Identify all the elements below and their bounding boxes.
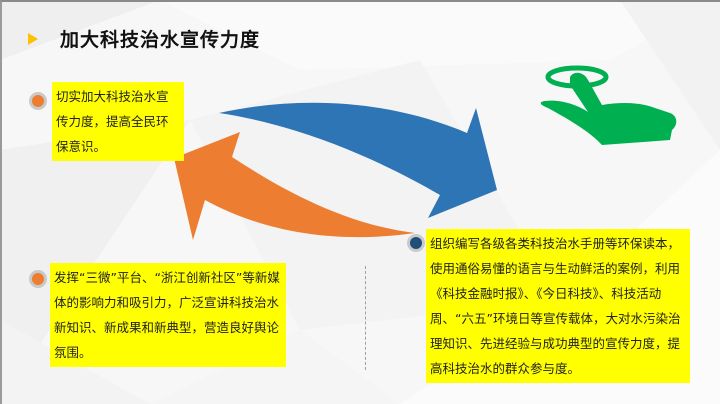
title-row: 加大科技治水宣传力度 (28, 25, 260, 52)
text-box-3-content: 组织编写各级各类科技治水手册等环保读本，使用通俗易懂的语言与生动鲜活的案例，利用… (430, 236, 681, 376)
text-box-1: 切实加大科技治水宣传力度，提高全民环保意识。 (52, 82, 184, 161)
curved-arrow-right-icon (219, 102, 497, 218)
triangle-right-icon (28, 32, 38, 45)
text-box-1-content: 切实加大科技治水宣传力度，提高全民环保意识。 (56, 89, 169, 154)
bullet-icon (29, 270, 47, 288)
text-box-3: 组织编写各级各类科技治水手册等环保读本，使用通俗易懂的语言与生动鲜活的案例，利用… (426, 229, 690, 383)
bullet-icon (407, 234, 425, 252)
text-box-2-content: 发挥“三微”平台、“浙江创新社区”等新媒体的影响力和吸引力，广泛宣讲科技治水新知… (54, 270, 280, 360)
bullet-icon (29, 92, 47, 110)
dashed-divider (365, 266, 366, 370)
text-box-2: 发挥“三微”平台、“浙江创新社区”等新媒体的影响力和吸引力，广泛宣讲科技治水新知… (50, 263, 286, 367)
touch-hand-icon (540, 65, 677, 145)
page-title: 加大科技治水宣传力度 (60, 29, 261, 51)
curved-arrow-left-icon (174, 132, 415, 240)
